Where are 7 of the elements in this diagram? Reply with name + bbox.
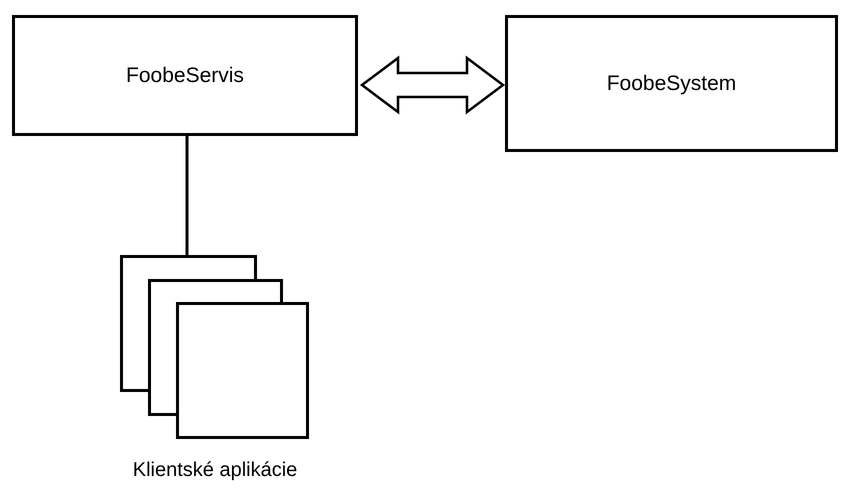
caption-text: Klientské aplikácie [132,458,298,483]
box-label: FoobeServis [126,62,244,89]
component-box [12,15,358,136]
double-arrow [360,56,506,114]
connector-line [186,136,188,255]
component-box [505,15,838,152]
box-label: FoobeSystem [606,70,736,97]
